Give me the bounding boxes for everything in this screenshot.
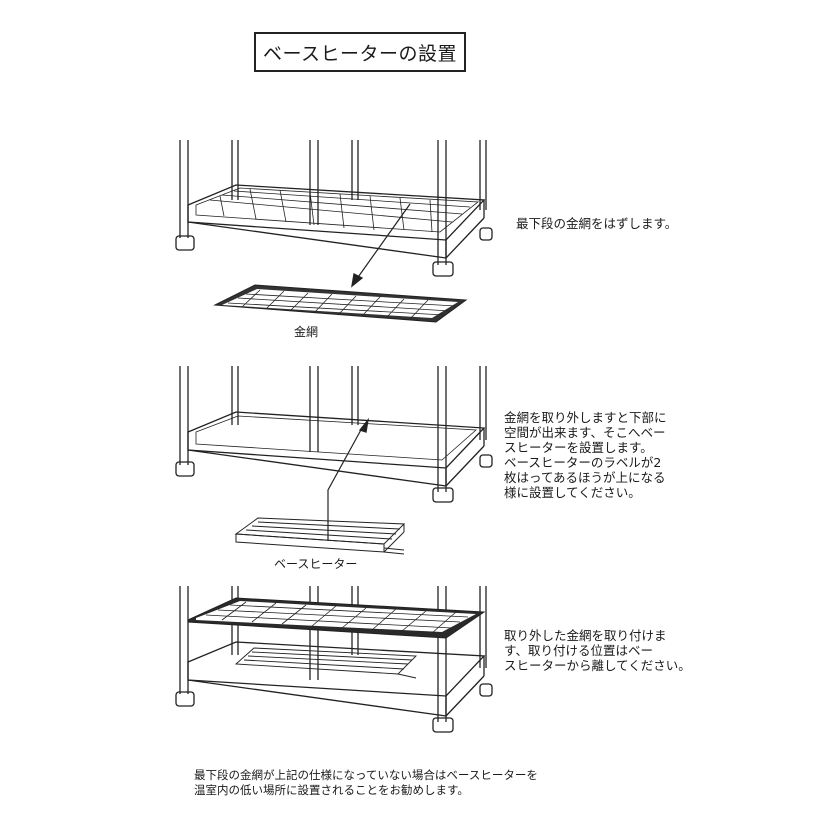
step3-rack-illustration: [176, 586, 492, 732]
step2-rack-illustration: [176, 366, 492, 554]
removed-mesh-panel: [215, 285, 466, 322]
step2-instruction: 金網を取り外しますと下部に 空間が出来ます、そこへベー スヒーターを設置します。…: [504, 410, 667, 500]
footnote: 最下段の金網が上記の仕様になっていない場合はベースヒーターを 温室内の低い場所に…: [194, 768, 614, 798]
step3-instruction: 取り外した金網を取り付けま す、取り付ける位置はベー スヒーターから離してくださ…: [504, 628, 691, 673]
step1-instruction: 最下段の金網をはずします。: [516, 216, 677, 231]
step1-rack-illustration: [176, 140, 492, 322]
base-heater-unit: [236, 518, 404, 554]
mesh-caption: 金網: [294, 323, 318, 340]
heater-caption: ベースヒーター: [274, 555, 357, 572]
